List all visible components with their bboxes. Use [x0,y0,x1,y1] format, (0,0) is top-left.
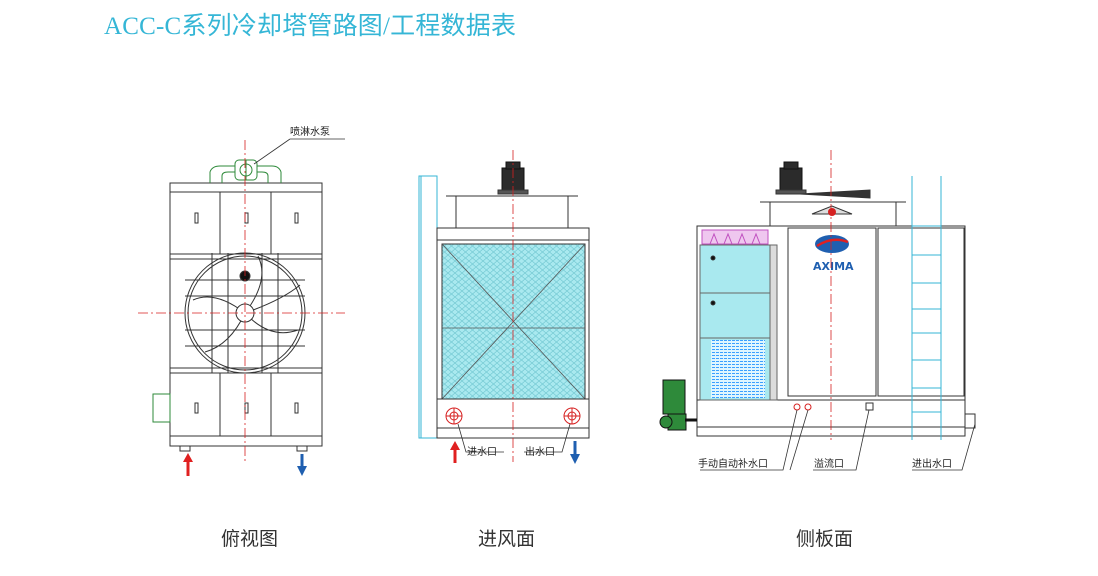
coil-section [711,340,765,398]
overflow-label: 溢流口 [814,457,844,470]
top-view-inlet-arrow-icon [183,453,193,476]
pump-icon [209,159,282,183]
pump-leader-line [253,138,291,165]
page-title: ACC-C系列冷却塔管路图/工程数据表 [104,13,517,40]
top-view-outlet-arrow-icon [297,454,307,476]
water-out-arrow-icon [570,441,580,464]
top-view-label: 俯视图 [221,528,279,550]
side-pump-icon [659,379,697,431]
water-out-label: 出水口 [525,445,555,458]
makeup-water-label: 手动自动补水口 [698,457,768,470]
axima-logo [815,235,849,253]
side-panel-view [659,161,976,440]
water-in-arrow-icon [450,441,460,463]
inout-water-label: 进出水口 [912,457,952,470]
water-in-label: 进水口 [467,446,497,458]
brand-label: AXIMA [813,260,854,273]
air-inlet-view-label: 进风面 [478,528,536,550]
top-view-casing [169,182,323,447]
pump-label: 喷淋水泵 [290,125,330,138]
side-view-label: 侧板面 [796,528,854,550]
top-view [152,159,323,452]
air-inlet-view [418,161,590,439]
